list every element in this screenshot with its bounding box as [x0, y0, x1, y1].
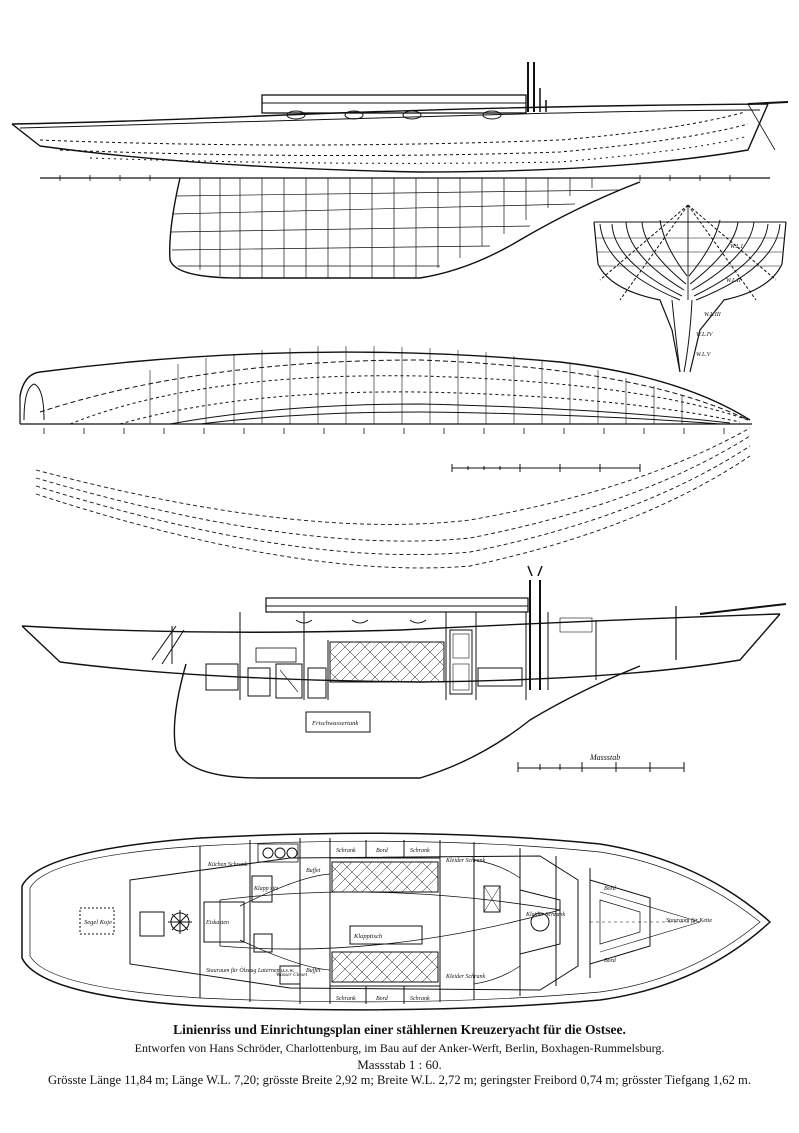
profile-view: [11, 62, 789, 279]
interior-plan: [21, 832, 772, 1011]
caption-title: Linienriss und Einrichtungsplan einer st…: [173, 1022, 626, 1037]
label-stauraum-kette: Stauraum für Kette: [666, 917, 712, 924]
keel-profile: [169, 177, 641, 279]
deck-outline: [19, 351, 751, 421]
door: [449, 629, 473, 695]
settee-starboard: [331, 951, 439, 983]
porthole: [286, 110, 306, 120]
settee: [329, 641, 445, 683]
label-wasser-closet: Wasser Closet: [276, 972, 308, 978]
label-bord-bottom: Bord: [376, 996, 389, 1002]
keel-inboard: [173, 663, 641, 779]
folding-table: [349, 925, 423, 945]
label-schrank-top-2: Schrank: [410, 848, 430, 854]
label-massstab: Massstab: [589, 753, 620, 762]
settee-port: [331, 861, 439, 893]
caption-subtitle: Entworfen von Hans Schröder, Charlottenb…: [134, 1041, 665, 1055]
deck-plan-outline: [21, 832, 772, 1011]
label-wl-3: W.L.III: [704, 312, 722, 318]
body-plan: [593, 204, 787, 373]
label-frischwassertank: Frischwassertank: [311, 720, 358, 727]
label-wl-5: W.L.V: [696, 352, 712, 358]
label-eiskasten: Eiskasten: [205, 920, 229, 926]
label-schrank-bottom-2: Schrank: [410, 996, 430, 1002]
label-schrank-top: Schrank: [336, 848, 356, 854]
label-bord-right-top: Bord: [604, 886, 617, 892]
inboard-profile: [21, 565, 787, 779]
sheer-line: [11, 103, 769, 125]
label-klapptisch: Klapptisch: [353, 933, 382, 940]
scale-bar-upper: [451, 464, 641, 472]
caption-dimensions: Grösste Länge 11,84 m; Länge W.L. 7,20; …: [48, 1073, 751, 1087]
label-schrank-bottom: Schrank: [336, 996, 356, 1002]
porthole: [344, 110, 364, 120]
label-kleider-schrank-center: Kleider Schrank: [525, 912, 565, 918]
label-wl-2: W.L.II: [726, 278, 742, 284]
hull-above-wl: [11, 103, 769, 173]
drawing-labels: Massstab Frischwassertank Küchen Schrank…: [84, 244, 744, 1002]
water-tank: [305, 711, 371, 733]
diagonal-lines: [35, 427, 751, 569]
half-breadth-plan: [19, 346, 752, 434]
label-kleider-schrank-bottom: Kleider Schrank: [445, 974, 485, 980]
label-kuechen-schrank: Küchen Schrank: [207, 862, 248, 868]
label-stauraum-oelzeug: Stauraum für Ölzeug Laternen u.s.w.: [206, 966, 294, 974]
label-kleider-schrank-top: Kleider Schrank: [445, 858, 485, 864]
porthole: [482, 110, 502, 120]
label-klappsitz: Klapp sitz: [253, 886, 279, 892]
scale-bar-lower: [517, 762, 685, 772]
label-wl-1: W.L.I: [730, 244, 744, 250]
label-bord-top: Bord: [376, 848, 389, 854]
label-segel-koje: Segel Koje: [84, 919, 112, 926]
label-wl-4: W.L.IV: [696, 332, 714, 338]
label-buffet-top: Buffet: [306, 867, 321, 874]
label-buffet-bottom: Buffet: [306, 967, 321, 974]
label-bord-right-bottom: Bord: [604, 958, 617, 964]
caption-scale: Massstab 1 : 60.: [357, 1057, 442, 1072]
cabin-house: [261, 94, 527, 114]
porthole: [402, 110, 422, 120]
